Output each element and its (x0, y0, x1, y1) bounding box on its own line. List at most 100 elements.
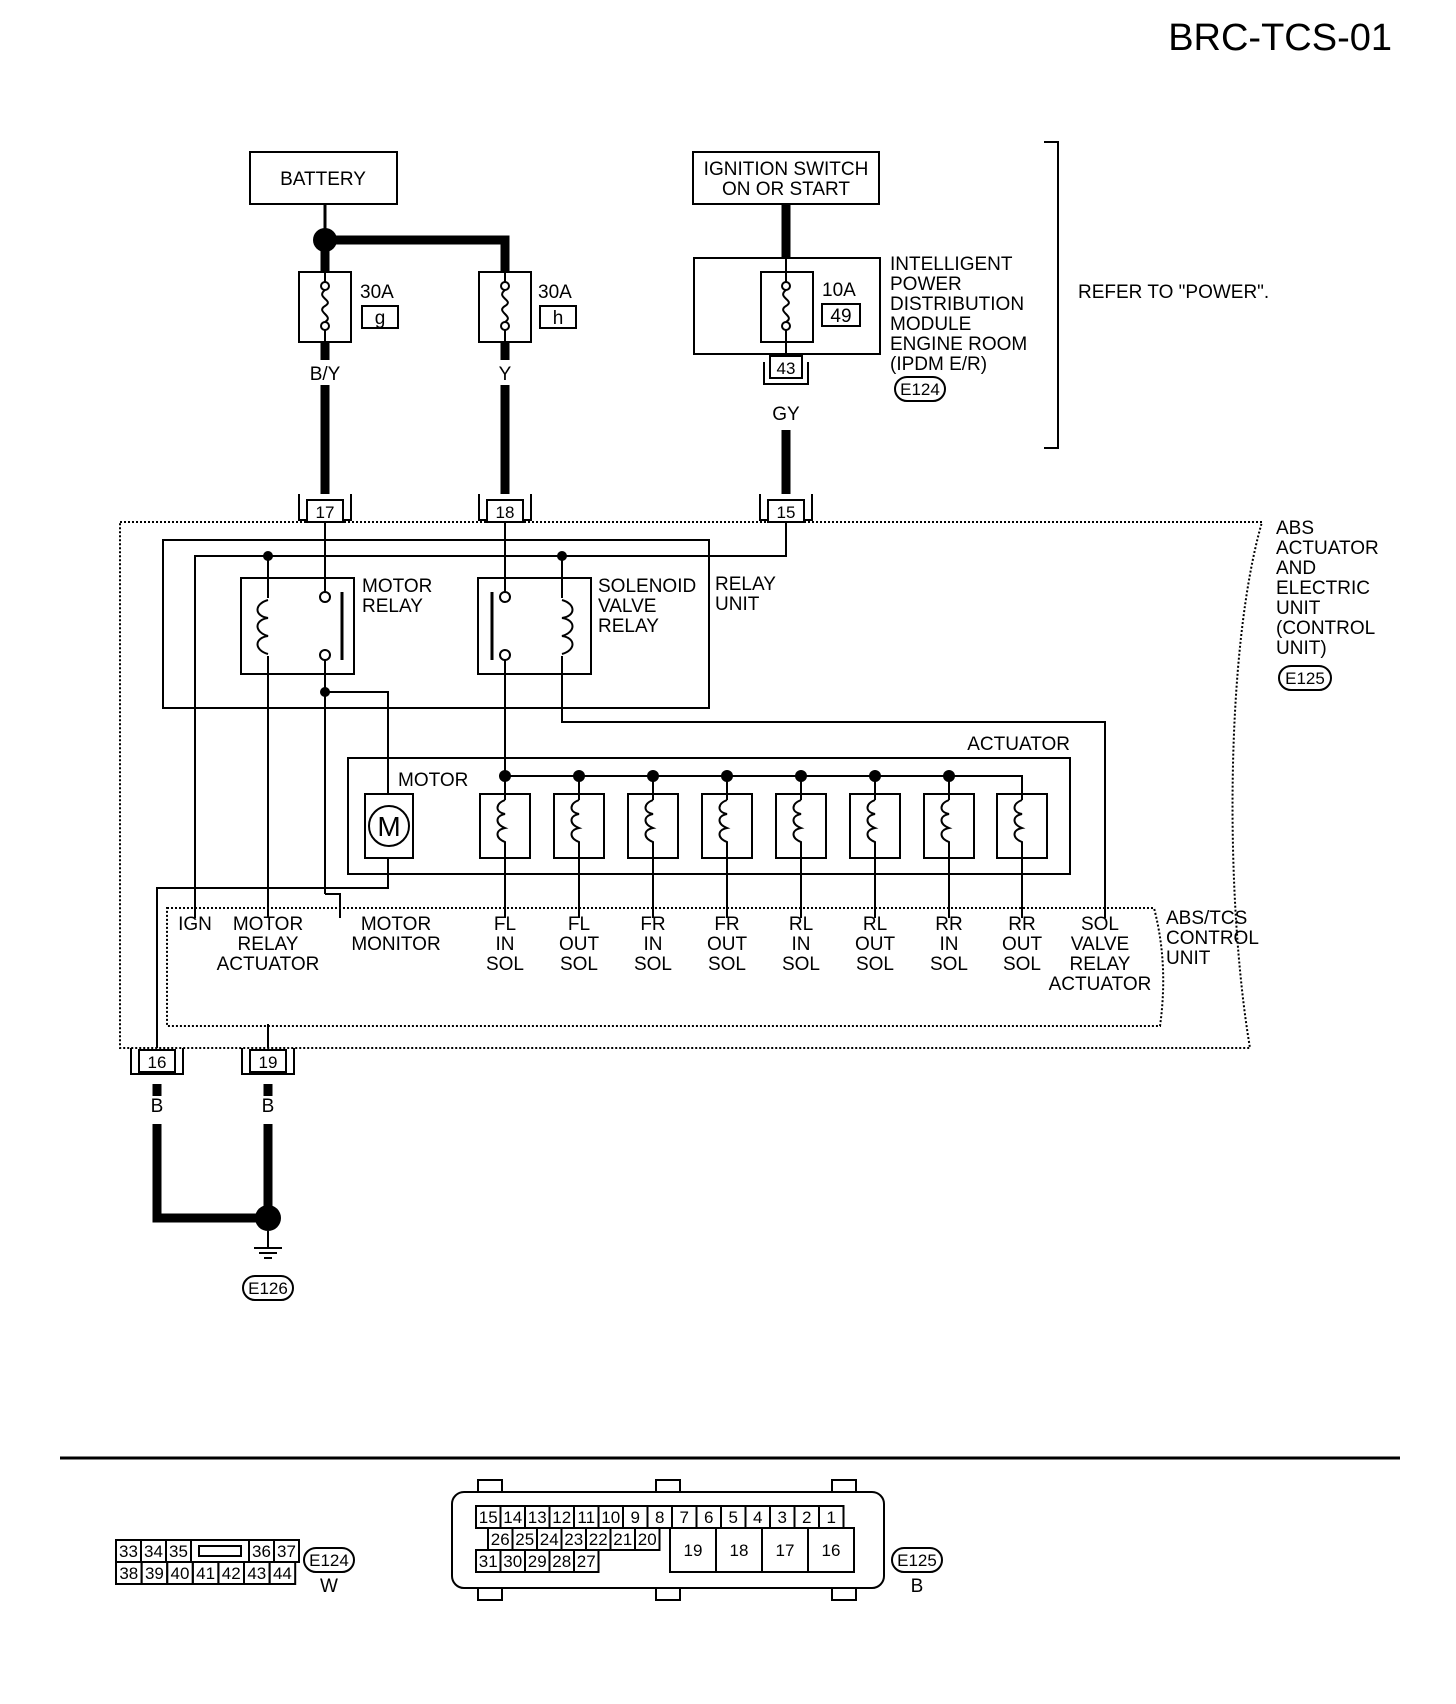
e124-cavity-43: 43 (247, 1564, 266, 1583)
control-unit-line-1: ABS/TCS (1166, 908, 1247, 929)
e124-cavity-41: 41 (196, 1564, 215, 1583)
wire-color-by: B/Y (310, 364, 341, 385)
terminal-7-line-1: FR (714, 914, 739, 935)
e124-cavity-40: 40 (171, 1564, 190, 1583)
terminal-4-line-1: FL (494, 914, 516, 935)
ignition-switch-box: IGNITION SWITCH ON OR START (692, 151, 880, 205)
refer-bracket (1044, 141, 1059, 449)
e125-cavity-11: 11 (577, 1508, 595, 1527)
e124-face-color: W (320, 1576, 338, 1597)
pin-16: 16 (130, 1048, 184, 1075)
abs-unit-line-1: ABS (1276, 518, 1314, 539)
terminal-9-line-1: RL (863, 914, 887, 935)
abs-unit-outline (119, 521, 1264, 1049)
pin-17-label: 17 (316, 503, 335, 522)
fuse-h: 30A h (478, 271, 577, 343)
relay-unit-line-2: UNIT (715, 594, 760, 615)
solenoid-coil-1 (479, 776, 531, 859)
e125-cavity-14: 14 (503, 1508, 522, 1527)
motor: M MOTOR (364, 770, 468, 859)
pin-15: 15 (759, 494, 813, 523)
ipdm-line-5: ENGINE ROOM (890, 334, 1027, 355)
e125-cavity-21: 21 (613, 1530, 632, 1549)
ipdm-module: 10A 49 (693, 257, 881, 355)
refer-note: REFER TO "POWER". (1078, 282, 1269, 303)
terminal-6-line-3: SOL (634, 954, 672, 975)
terminal-3-line-1: MOTOR (361, 914, 431, 935)
e125-cavity-1: 1 (827, 1508, 836, 1527)
e125-cavity-24: 24 (540, 1530, 559, 1549)
pin-15-label: 15 (777, 503, 796, 522)
e125-cavity-12: 12 (552, 1508, 571, 1527)
e124-cavity-33: 33 (119, 1542, 138, 1561)
e125-face-id: E125 (897, 1551, 937, 1570)
e125-cavity-29: 29 (528, 1552, 547, 1571)
control-unit-outline (166, 907, 1165, 1027)
terminal-2-line-3: ACTUATOR (217, 954, 320, 975)
abs-unit-line-6: (CONTROL (1276, 618, 1375, 639)
abs-unit-line-5: UNIT (1276, 598, 1321, 619)
e125-cavity-6: 6 (704, 1508, 713, 1527)
terminal-4-line-3: SOL (486, 954, 524, 975)
motor-relay-line-1: MOTOR (362, 576, 432, 597)
pin-18: 18 (478, 494, 532, 523)
pin-43: 43 (763, 355, 809, 385)
ipdm-line-1: INTELLIGENT (890, 254, 1013, 275)
abs-unit-line-7: UNIT) (1276, 638, 1327, 659)
motor-symbol: M (377, 811, 400, 842)
wire-color-y: Y (499, 364, 512, 385)
terminal-11-line-1: RR (1008, 914, 1035, 935)
solenoid-coil-2 (553, 776, 605, 859)
solenoid-coil-4 (701, 776, 753, 859)
terminal-1-line-1: IGN (178, 914, 212, 935)
e125-cavity-25: 25 (515, 1530, 534, 1549)
pin-19: 19 (241, 1048, 295, 1075)
terminal-11-line-2: OUT (1002, 934, 1043, 955)
e125-face-tag: E125 B (891, 1547, 943, 1597)
e125-cavity-3: 3 (778, 1508, 787, 1527)
wire-color-b-19: B (262, 1096, 275, 1117)
e125-cavity-15: 15 (479, 1508, 498, 1527)
e124-cavity-35: 35 (169, 1542, 188, 1561)
terminal-5-line-2: OUT (559, 934, 600, 955)
terminal-2-line-2: RELAY (238, 934, 299, 955)
solenoid-coil-3 (627, 776, 679, 859)
e125-cavity-2: 2 (802, 1508, 811, 1527)
terminal-7-line-3: SOL (708, 954, 746, 975)
fuse-g: 30A g (298, 271, 399, 343)
wire-color-gy: GY (772, 404, 800, 425)
pin-19-label: 19 (259, 1053, 278, 1072)
fuse-h-id: h (553, 308, 564, 329)
e125-cavity-20: 20 (638, 1530, 657, 1549)
battery-label: BATTERY (280, 169, 366, 190)
e124-cavity-42: 42 (222, 1564, 241, 1583)
e125-cavity-4: 4 (753, 1508, 762, 1527)
e125-cavity-22: 22 (589, 1530, 608, 1549)
connector-face-e125-housing (451, 1479, 885, 1601)
e125-cavity-10: 10 (601, 1508, 620, 1527)
e125-cavity-13: 13 (528, 1508, 547, 1527)
terminal-3-line-2: MONITOR (351, 934, 440, 955)
terminal-5-line-1: FL (568, 914, 590, 935)
solenoid-relay-line-1: SOLENOID (598, 576, 696, 597)
terminal-8-line-2: IN (792, 934, 811, 955)
e125-cavity-18: 18 (730, 1541, 749, 1560)
ground-splice-dot (255, 1205, 281, 1231)
terminal-9-line-2: OUT (855, 934, 896, 955)
fuse-49-rating: 10A (822, 280, 856, 301)
ipdm-line-2: POWER (890, 274, 962, 295)
terminal-12-line-1: SOL (1081, 914, 1119, 935)
abs-unit-line-3: AND (1276, 558, 1316, 579)
ground-wiring (152, 1084, 273, 1223)
ipdm-line-6: (IPDM E/R) (890, 354, 987, 375)
control-unit-line-3: UNIT (1166, 948, 1211, 969)
terminal-12-line-3: RELAY (1070, 954, 1131, 975)
ground-connector-id: E126 (248, 1279, 288, 1298)
solenoid-coil-7 (923, 776, 975, 859)
motor-relay-line-2: RELAY (362, 596, 423, 617)
pin-18-label: 18 (496, 503, 515, 522)
terminal-2-line-1: MOTOR (233, 914, 303, 935)
actuator-label: ACTUATOR (967, 734, 1070, 755)
